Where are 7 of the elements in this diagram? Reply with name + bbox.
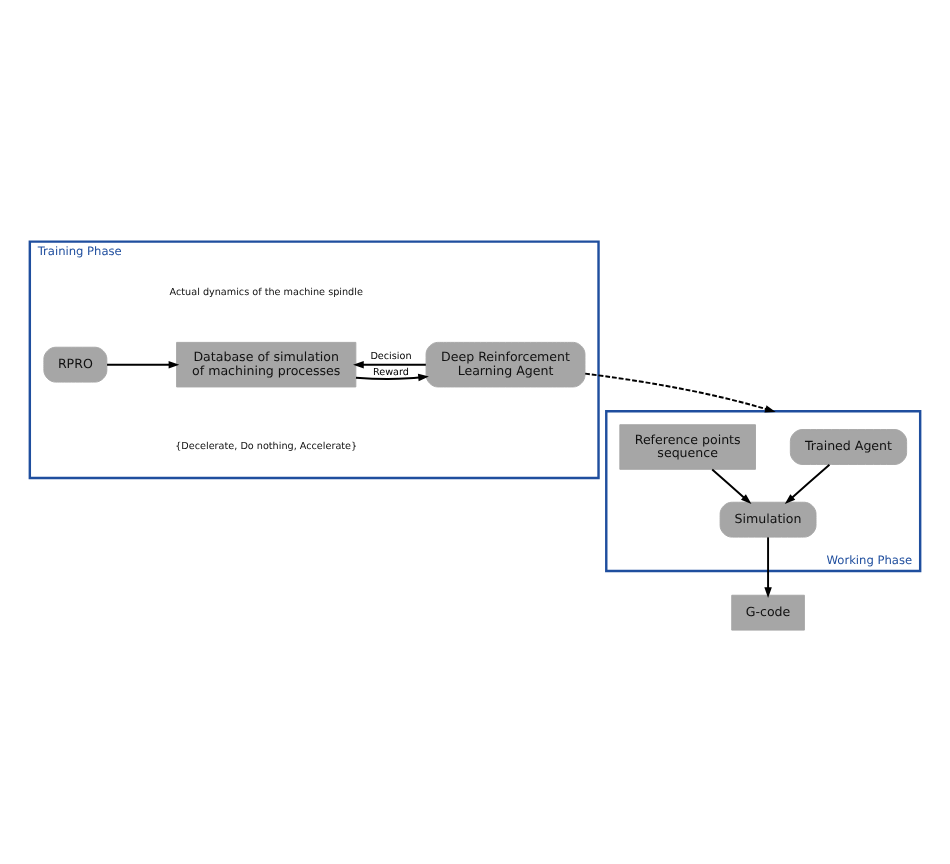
arrow	[355, 373, 429, 382]
arrow	[584, 372, 776, 413]
arrow	[353, 360, 427, 369]
arrow	[106, 360, 180, 369]
arrow	[711, 468, 752, 505]
arrow	[764, 536, 772, 599]
arrow	[784, 463, 831, 504]
